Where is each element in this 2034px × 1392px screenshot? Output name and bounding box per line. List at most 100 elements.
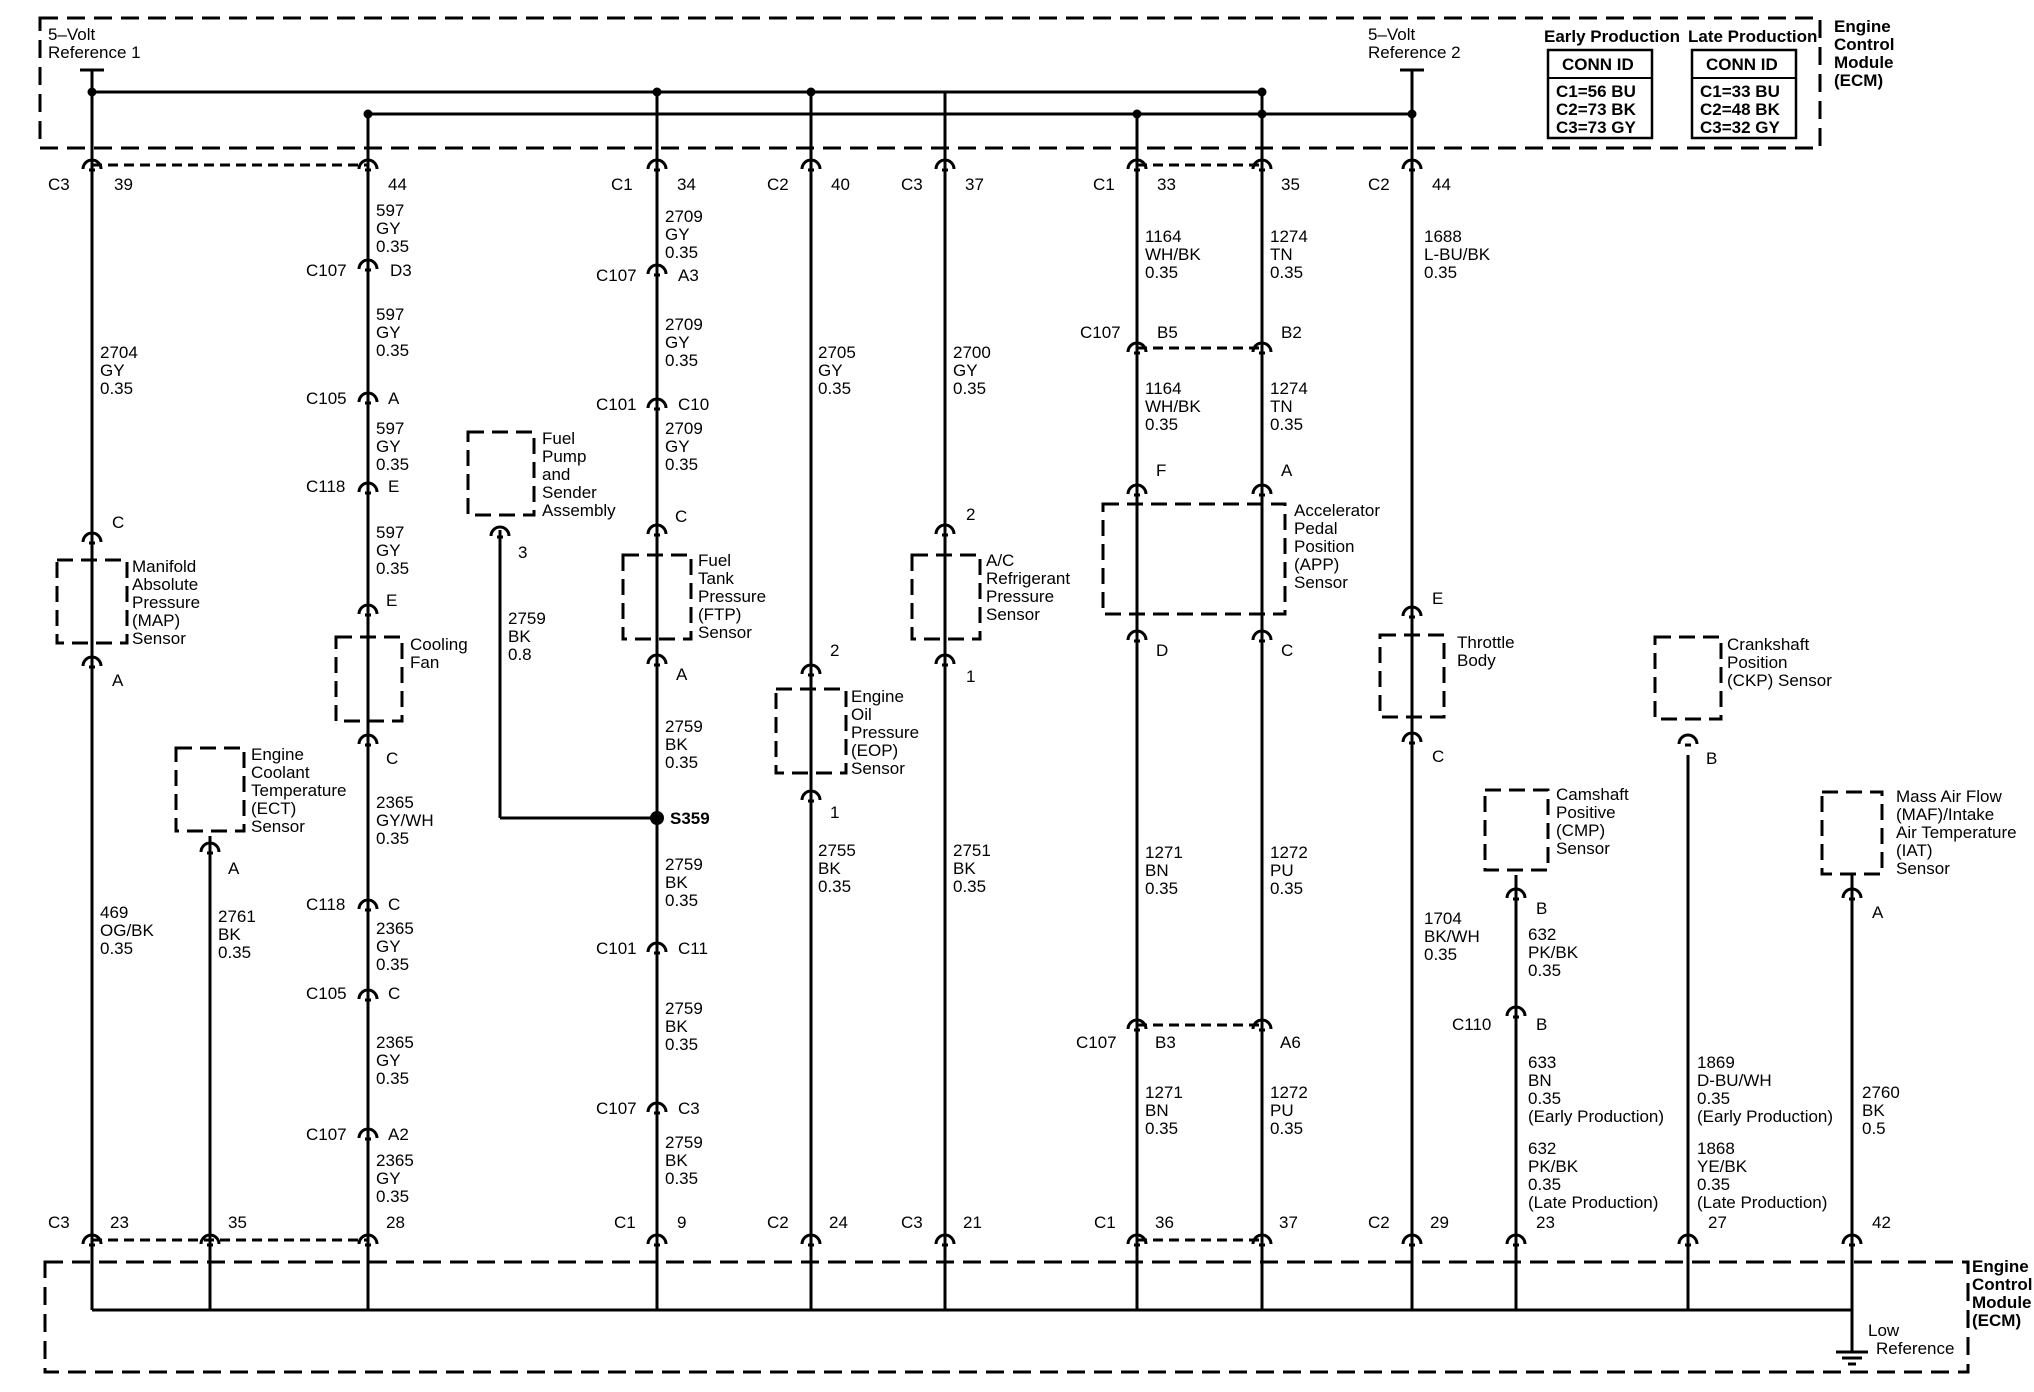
throttle-body-box <box>1378 633 1446 719</box>
bot-pin-36: 36 <box>1155 1213 1174 1232</box>
connector-arc <box>357 988 379 1000</box>
top-pin-44a: 44 <box>388 175 407 194</box>
pin-ac-1: 1 <box>966 667 975 686</box>
connector-arc <box>934 653 956 665</box>
pin-ckp-b: B <box>1706 749 1717 768</box>
connector-arc <box>1126 629 1148 641</box>
app-sensor-box <box>1101 502 1287 616</box>
connector-arc <box>357 258 379 270</box>
connector-arc <box>646 263 668 275</box>
junction-dot <box>652 87 662 97</box>
connector-arc <box>800 158 822 170</box>
ac-sensor-box <box>910 553 982 641</box>
bot-pin-23: 23 <box>110 1213 129 1232</box>
connector-arc <box>1251 483 1273 495</box>
junction-dot <box>806 87 816 97</box>
pin-maf-a: A <box>1872 903 1884 922</box>
connector-arc <box>646 1101 668 1113</box>
connector-marks <box>81 87 1863 1247</box>
connector-arc <box>199 841 221 853</box>
early-conn-id-head: CONN ID <box>1562 55 1634 74</box>
bot-pin-24: 24 <box>829 1213 848 1232</box>
connector-arc <box>1126 158 1148 170</box>
pin-app-c: C <box>1281 641 1293 660</box>
connector-arc <box>199 1233 221 1245</box>
connector-arc <box>357 158 379 170</box>
connector-arc <box>357 391 379 403</box>
pin-eop-1: 1 <box>830 803 839 822</box>
connector-arc <box>934 523 956 535</box>
pin-eop-2: 2 <box>830 641 839 660</box>
connector-arc <box>1677 733 1699 745</box>
connector-arc <box>1126 1018 1148 1030</box>
junction-dot <box>87 87 97 97</box>
pin-ftp-a: A <box>676 665 688 684</box>
connector-arc <box>1401 731 1423 743</box>
junction-dot <box>1407 109 1417 119</box>
bot-pin-27: 27 <box>1708 1213 1727 1232</box>
connector-arc <box>1126 341 1148 353</box>
connector-arc <box>646 1233 668 1245</box>
ecm-bottom-box <box>43 1260 1970 1374</box>
connector-arc <box>646 941 668 953</box>
top-conn-c1b: C1 <box>1093 175 1115 194</box>
connector-arc <box>357 603 379 615</box>
pin-ac-2: 2 <box>966 505 975 524</box>
top-conn-c3b: C3 <box>901 175 923 194</box>
pin-ftp-c: C <box>675 507 687 526</box>
connector-arc <box>646 158 668 170</box>
late-conn-id-head: CONN ID <box>1706 55 1778 74</box>
top-pin-40: 40 <box>831 175 850 194</box>
pin-app-f: F <box>1156 461 1166 480</box>
bot-pin-28: 28 <box>386 1213 405 1232</box>
bot-conn-c2a: C2 <box>767 1213 789 1232</box>
bot-conn-c3b: C3 <box>901 1213 923 1232</box>
junction-dot <box>1257 109 1267 119</box>
connector-arc <box>357 898 379 910</box>
connector-arc <box>1677 1233 1699 1245</box>
connector-arc <box>81 1233 103 1245</box>
pin-fan-e: E <box>386 591 397 610</box>
connector-arc <box>357 1127 379 1139</box>
bot-pin-29: 29 <box>1430 1213 1449 1232</box>
early-production-caption: Early Production <box>1544 27 1680 46</box>
top-pin-44b: 44 <box>1432 175 1451 194</box>
bot-pin-21: 21 <box>963 1213 982 1232</box>
fuel-pump-box <box>466 430 536 517</box>
eop-sensor-box <box>774 687 848 775</box>
